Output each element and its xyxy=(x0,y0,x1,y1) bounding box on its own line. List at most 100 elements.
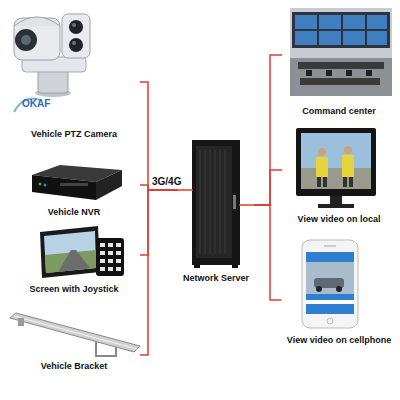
nvr-illustration xyxy=(32,165,122,200)
local-monitor-illustration xyxy=(301,133,371,189)
screen-joystick-illustration xyxy=(108,251,113,255)
screen-joystick-illustration xyxy=(100,251,105,255)
nvr-illustration xyxy=(32,175,96,200)
command-center-illustration xyxy=(300,78,380,85)
command-center-illustration xyxy=(319,31,341,45)
device-node: Command center xyxy=(282,5,396,117)
cellphone-illustration xyxy=(302,240,358,328)
local-monitor-illustration xyxy=(316,157,328,177)
bracket-illustration xyxy=(14,316,137,349)
network-link xyxy=(255,170,283,205)
device-node: View video on cellphone xyxy=(282,238,397,346)
device-caption: Vehicle PTZ Camera xyxy=(29,129,119,140)
screen-joystick-illustration xyxy=(108,259,113,263)
cellphone-illustration xyxy=(306,252,354,314)
server-rack-illustration xyxy=(225,150,226,254)
ptz-camera-illustration xyxy=(15,29,37,51)
screen-joystick-illustration xyxy=(58,250,90,272)
local-monitor-illustration xyxy=(318,148,326,156)
command-center-illustration xyxy=(346,70,352,76)
ptz-camera-illustration xyxy=(69,20,83,34)
command-center-illustration xyxy=(290,8,392,96)
local-monitor-illustration xyxy=(349,177,353,187)
device-node: Vehicle PTZ Camera xyxy=(8,5,140,140)
ptz-camera-illustration xyxy=(38,70,68,93)
ptz-camera-illustration xyxy=(69,38,83,52)
ptz-camera-illustration xyxy=(72,41,76,45)
cellphone-illustration xyxy=(316,286,322,292)
server-rack-illustration xyxy=(196,146,232,258)
command-center-illustration xyxy=(367,15,387,29)
command-center-illustration xyxy=(366,70,372,76)
cellphone-illustration xyxy=(302,240,358,328)
nvr-illustration xyxy=(96,170,122,200)
network-link xyxy=(140,82,178,190)
server-rack-illustration xyxy=(232,265,238,268)
device-node: Vehicle NVR xyxy=(8,160,140,218)
command-center-illustration xyxy=(367,31,387,45)
nvr-illustration xyxy=(44,184,47,187)
ptz-camera-illustration xyxy=(14,18,60,60)
local-monitor-illustration xyxy=(344,146,352,154)
device-caption: Network Server xyxy=(181,273,251,284)
device-caption: Screen with Joystick xyxy=(27,284,120,295)
local-monitor-illustration xyxy=(318,204,354,208)
local-monitor-illustration xyxy=(296,128,376,208)
screen-joystick-illustration xyxy=(116,267,121,271)
screen-joystick-illustration xyxy=(44,231,96,273)
device-node: View video on local xyxy=(282,125,396,225)
server-rack-illustration xyxy=(205,150,206,254)
server-rack-illustration xyxy=(177,189,193,191)
server-rack-illustration xyxy=(210,150,211,254)
server-rack-illustration xyxy=(177,140,256,268)
command-center-illustration xyxy=(298,62,384,69)
server-rack-illustration xyxy=(215,150,216,254)
device-caption: View video on cellphone xyxy=(285,335,393,346)
command-center-illustration xyxy=(292,12,390,48)
screen-joystick-illustration xyxy=(116,243,121,247)
nvr-illustration xyxy=(60,183,88,186)
command-center-illustration xyxy=(290,58,392,96)
local-monitor-illustration xyxy=(323,177,327,187)
screen-joystick-illustration xyxy=(40,226,100,278)
screen-joystick-illustration xyxy=(100,267,105,271)
command-center-illustration xyxy=(295,31,317,45)
cellphone-illustration xyxy=(306,300,354,304)
bracket-illustration xyxy=(96,342,116,356)
command-center-illustration xyxy=(306,70,372,76)
screen-joystick-illustration xyxy=(96,238,124,276)
bracket-illustration xyxy=(10,313,140,352)
screen-joystick-illustration xyxy=(45,250,96,273)
bracket-illustration xyxy=(10,313,140,356)
network-link xyxy=(255,55,283,205)
command-center-illustration xyxy=(326,70,332,76)
local-monitor-illustration xyxy=(317,177,321,187)
local-monitor-illustration xyxy=(342,155,354,177)
bracket-illustration xyxy=(18,318,24,326)
network-link xyxy=(140,190,178,255)
command-center-illustration xyxy=(306,70,312,76)
cellphone-illustration xyxy=(327,318,333,324)
brand-logo: OKAF xyxy=(22,98,50,109)
device-node: Network Server xyxy=(178,138,255,284)
device-caption: Vehicle NVR xyxy=(46,207,103,218)
device-caption: Command center xyxy=(300,106,378,117)
ptz-camera-illustration xyxy=(72,23,76,27)
command-center-illustration xyxy=(295,15,317,29)
device-caption: View video on local xyxy=(296,214,383,225)
screen-joystick-illustration xyxy=(100,243,121,271)
command-center-illustration xyxy=(343,31,365,45)
screen-joystick-illustration xyxy=(100,259,105,263)
server-rack-illustration xyxy=(220,150,221,254)
device-node: Vehicle Bracket xyxy=(8,305,140,372)
local-monitor-illustration xyxy=(330,196,342,204)
command-center-illustration xyxy=(290,8,392,96)
command-center-illustration xyxy=(319,15,341,29)
server-rack-illustration xyxy=(239,204,256,206)
ptz-camera-illustration xyxy=(14,14,90,112)
network-link xyxy=(140,190,178,355)
command-center-illustration xyxy=(295,15,387,45)
local-monitor-illustration xyxy=(296,128,376,196)
